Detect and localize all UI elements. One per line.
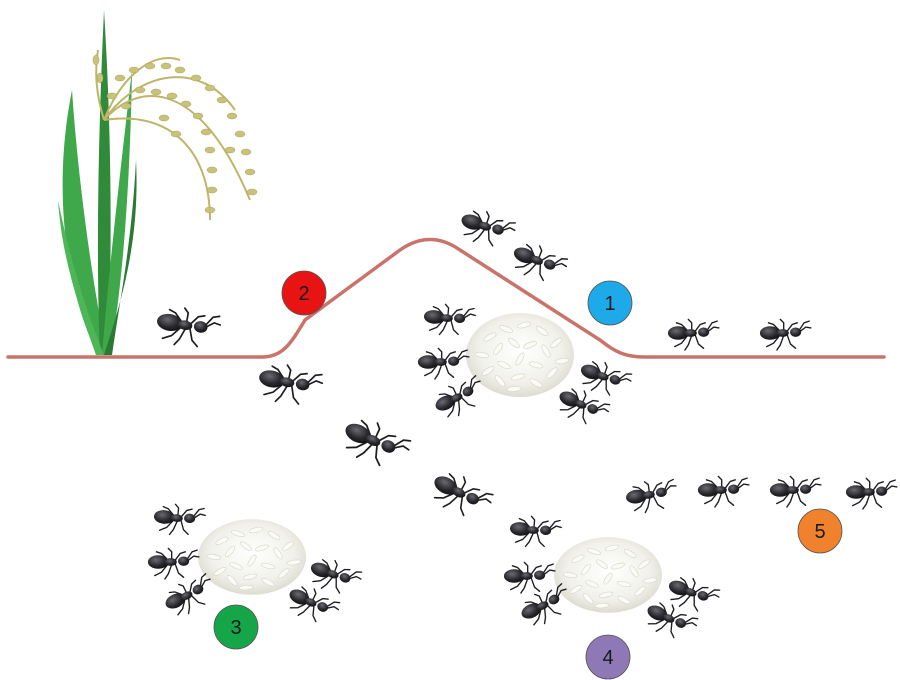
badge-4: 4 <box>586 635 630 679</box>
ant-icon <box>283 580 342 629</box>
rice-plant-icon <box>58 10 257 355</box>
ant-icon <box>430 373 489 422</box>
badge-2: 2 <box>282 271 326 315</box>
ant-icon <box>148 548 199 579</box>
ground-path <box>8 240 884 358</box>
badge-5: 5 <box>798 509 842 553</box>
rice-pile-icon-1 <box>466 313 574 397</box>
rice-pile-icon-4 <box>554 537 662 613</box>
ant-icon <box>508 238 570 288</box>
ant-icon <box>668 319 719 350</box>
ant-icon <box>255 360 324 410</box>
ant-icon <box>663 572 721 618</box>
rice-pile-icon-3 <box>198 519 306 595</box>
badge-2-label: 2 <box>298 283 309 305</box>
ant-icon <box>423 303 476 338</box>
ant-icon <box>160 571 219 620</box>
ant-icon <box>698 476 749 507</box>
ant-icon <box>153 304 222 352</box>
badge-3-label: 3 <box>230 617 241 639</box>
ant-icon <box>770 476 821 507</box>
ant-icon <box>553 382 612 431</box>
ant-icon <box>456 205 517 253</box>
ant-icon <box>760 319 811 350</box>
ant-icon <box>624 478 679 515</box>
ant-icon <box>516 581 575 630</box>
ant-icon <box>846 478 897 509</box>
ant-icon <box>641 596 700 645</box>
badge-3: 3 <box>214 605 258 649</box>
ant-icon <box>575 356 633 402</box>
ant-icon <box>509 515 562 550</box>
badge-1-label: 1 <box>604 293 615 315</box>
ant-icon <box>504 562 555 593</box>
ant-icon <box>153 503 206 538</box>
badge-4-label: 4 <box>602 647 613 669</box>
badge-5-label: 5 <box>814 521 825 543</box>
badge-1: 1 <box>588 281 632 325</box>
ant-icon <box>418 348 469 379</box>
ant-icon <box>337 412 414 476</box>
ant-icon <box>426 466 496 526</box>
ant-icon <box>305 554 363 600</box>
